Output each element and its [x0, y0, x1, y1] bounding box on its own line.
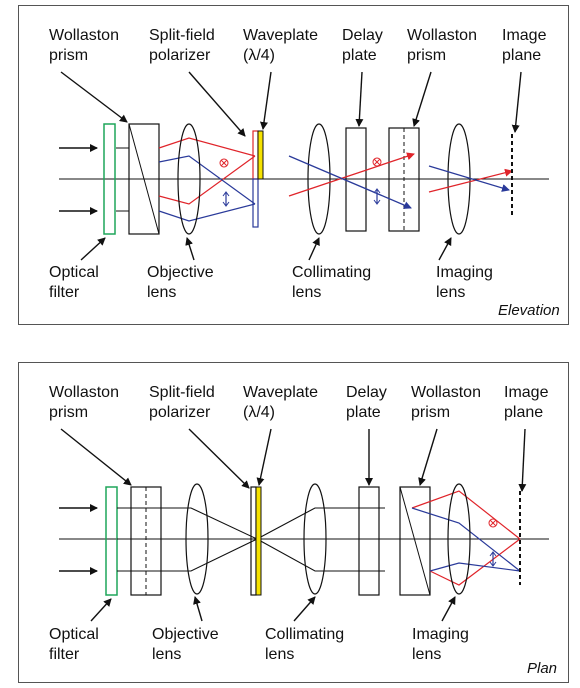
blue-ray-segment	[158, 155, 256, 205]
wollaston-prism-1	[128, 123, 160, 235]
red-ray-segment	[411, 490, 521, 540]
leader-wollaston-2	[412, 71, 432, 127]
leader-optical-filter	[80, 237, 106, 261]
leader-imaging	[438, 237, 452, 261]
collimating-lens	[303, 483, 327, 595]
leader-image-plane	[518, 428, 527, 492]
leader-optical-filter	[90, 598, 112, 622]
polarization-cross-symbol	[219, 158, 229, 168]
leader-wollaston-1	[60, 71, 128, 123]
elevation-optics-diagram	[59, 71, 549, 261]
collimating-lens	[307, 123, 331, 235]
blue-ray-to-image	[428, 165, 510, 192]
leader-waveplate	[260, 71, 272, 130]
leader-collimating	[308, 237, 320, 261]
imaging-lens	[447, 483, 471, 595]
split-field-polarizer-lower	[252, 178, 259, 228]
optical-filter	[105, 486, 118, 596]
red-ray-segment	[158, 137, 256, 157]
imaging-lens	[447, 123, 471, 235]
split-field-polarizer-upper	[252, 130, 259, 180]
label-waveplate: Waveplate(λ/4)	[243, 27, 318, 64]
polarization-cross-symbol	[488, 518, 498, 528]
leader-wollaston-1	[60, 428, 132, 486]
delay-plate	[358, 486, 380, 596]
leader-imaging	[441, 596, 456, 622]
leader-image-plane	[511, 71, 522, 133]
leader-split-field	[188, 71, 246, 137]
leader-objective	[193, 596, 203, 622]
leader-collimating	[293, 596, 316, 622]
caption-elevation: Elevation	[498, 302, 560, 319]
waveplate	[257, 130, 264, 180]
leader-waveplate	[256, 428, 272, 486]
objective-lens	[185, 483, 209, 595]
leader-split-field	[188, 428, 250, 489]
blue-crossing-ray	[288, 155, 412, 209]
wollaston-prism-2	[399, 486, 431, 596]
waveplate	[255, 486, 262, 596]
leader-wollaston-2	[418, 428, 438, 486]
label-waveplate: Waveplate(λ/4)	[243, 384, 318, 421]
caption-plan: Plan	[527, 660, 558, 677]
leader-delay	[355, 71, 364, 127]
leader-objective	[185, 237, 195, 261]
optical-filter	[103, 123, 116, 235]
delay-plate	[345, 127, 367, 232]
plan-optics-diagram	[59, 428, 549, 622]
red-ray-to-image	[428, 168, 513, 193]
red-crossing-ray	[288, 152, 415, 197]
objective-lens	[177, 123, 201, 235]
blue-ray-segment	[411, 507, 521, 572]
